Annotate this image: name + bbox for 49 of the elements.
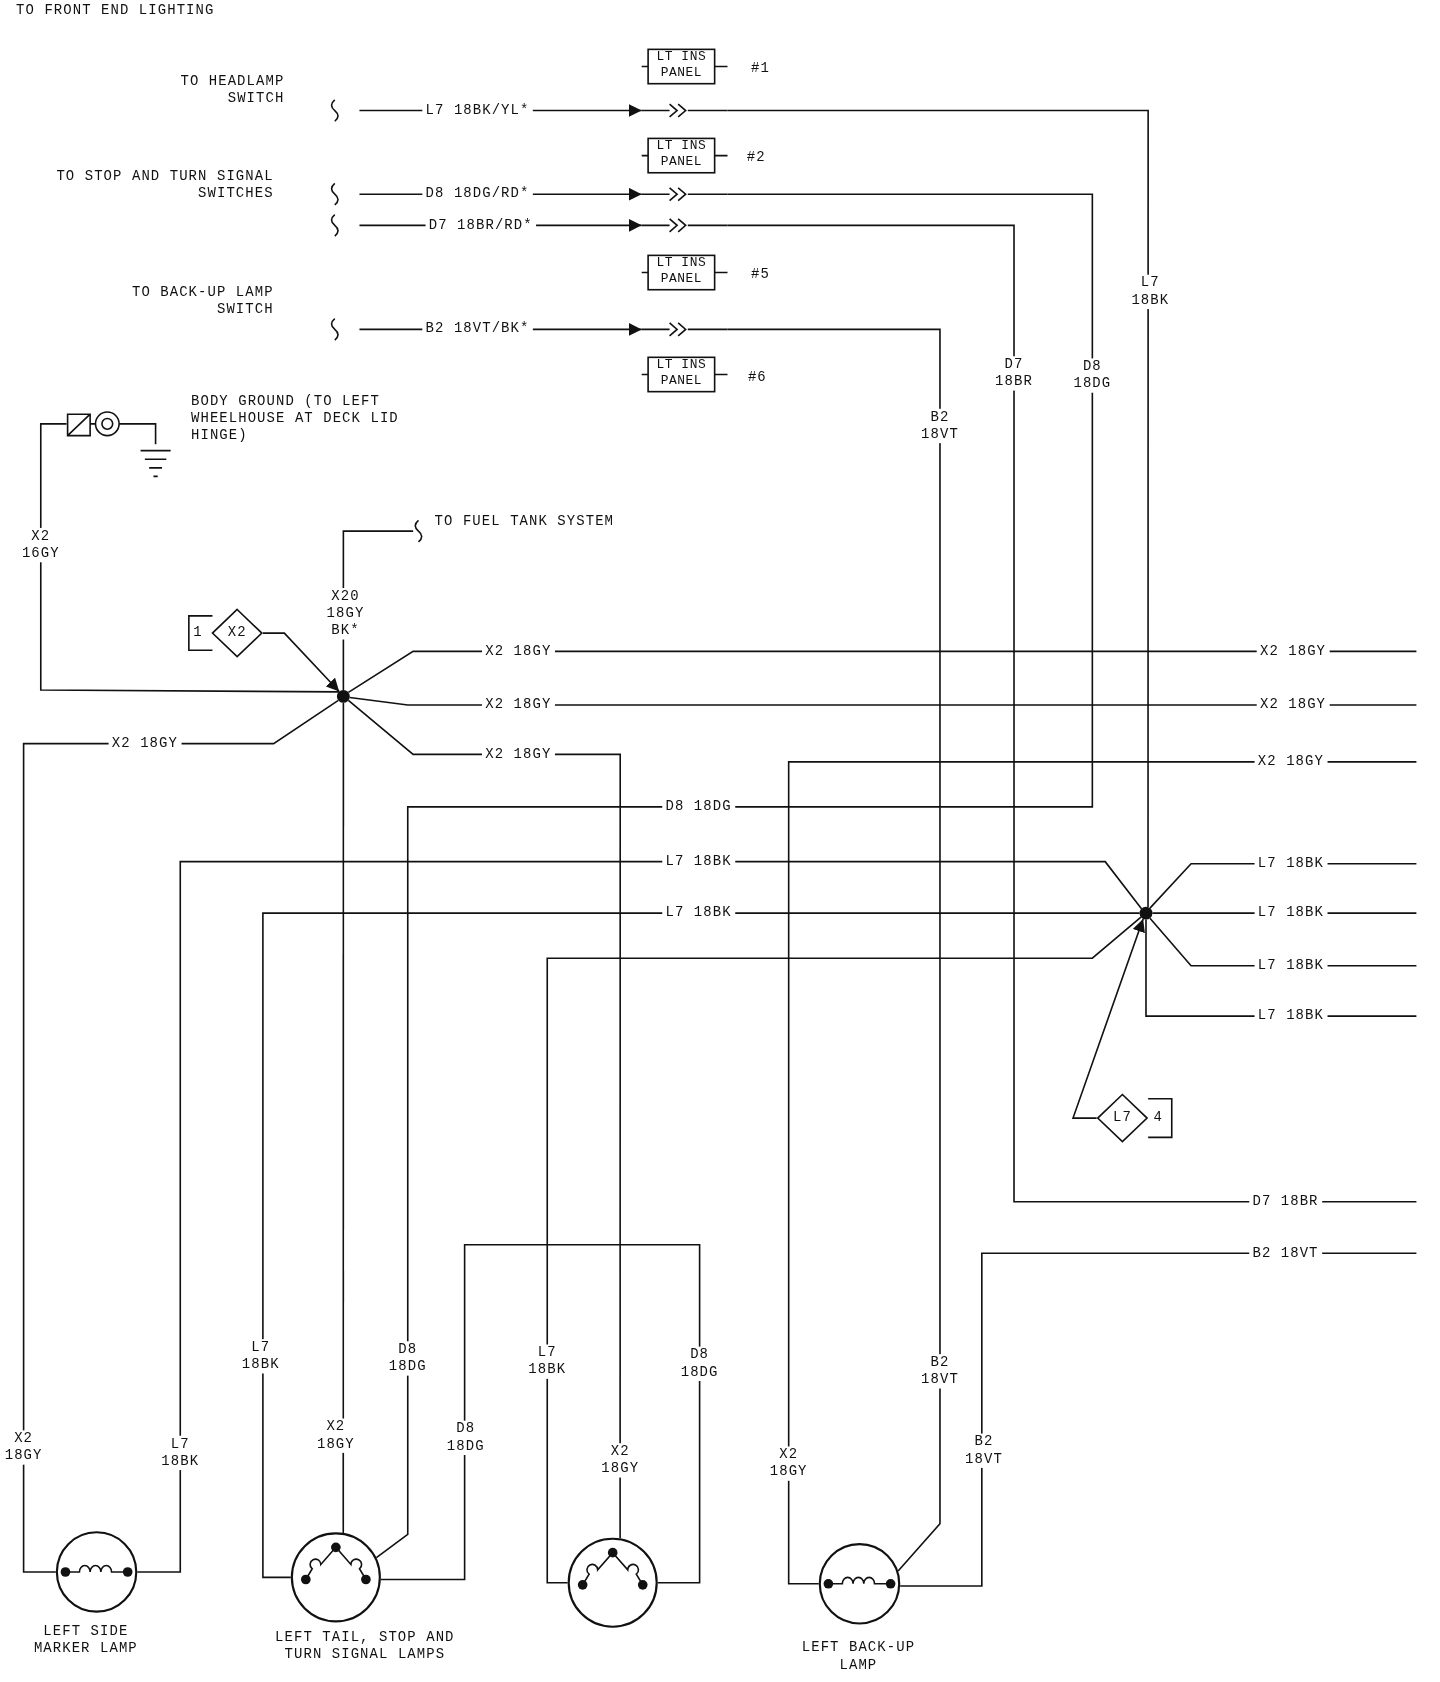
splice-dot — [1139, 906, 1153, 920]
wire — [1071, 918, 1145, 1119]
wire — [375, 193, 1094, 1559]
wire — [380, 1243, 701, 1584]
splice-diamond — [1096, 1093, 1149, 1143]
lamp-symbol — [55, 1531, 138, 1613]
connector-label: LT INS PANEL — [655, 49, 708, 82]
wire — [787, 761, 1418, 1585]
wire — [726, 328, 941, 1572]
wire — [262, 632, 340, 693]
note-text: TO BACK-UP LAMP SWITCH — [130, 284, 274, 319]
wire — [262, 912, 1141, 1579]
ground-terminal — [66, 409, 174, 479]
connector-symbol — [641, 48, 728, 120]
splice-dot — [336, 689, 350, 703]
connector-symbol — [641, 356, 728, 393]
note-text: TO STOP AND TURN SIGNAL SWITCHES — [55, 168, 274, 203]
wire — [22, 699, 340, 1573]
lamp-symbol — [818, 1543, 901, 1625]
wire — [726, 224, 1418, 1203]
connector-label: LT INS PANEL — [655, 138, 708, 171]
connector-symbol — [641, 137, 728, 234]
connector-label: LT INS PANEL — [655, 255, 708, 288]
lamp-symbol — [290, 1532, 381, 1623]
connector-number: #2 — [746, 149, 766, 167]
wire — [726, 109, 1149, 908]
connector-number: #6 — [747, 369, 767, 387]
connector-number: #5 — [751, 266, 770, 284]
note-text: TO FUEL TANK SYSTEM — [434, 512, 614, 531]
splice-id: L7 — [1111, 1109, 1133, 1127]
connector-symbol — [641, 254, 728, 338]
lamp-caption: LEFT BACK-UP LAMP — [800, 1639, 917, 1674]
lamp-caption: LEFT TAIL, STOP AND TURN SIGNAL LAMPS — [274, 1628, 456, 1664]
splice-number: 1 — [193, 624, 203, 642]
splice-number: 4 — [1153, 1109, 1163, 1127]
connector-number: #1 — [751, 60, 770, 78]
connector-label: LT INS PANEL — [655, 357, 708, 390]
wire — [347, 699, 621, 1540]
note-text: TO HEADLAMP SWITCH — [179, 72, 285, 108]
note-text: TO FRONT END LIGHTING — [16, 2, 215, 20]
wire — [136, 860, 1143, 1573]
wire — [39, 423, 340, 693]
splice-diamond — [211, 608, 263, 658]
lamp-caption: LEFT SIDE MARKER LAMP — [32, 1623, 139, 1658]
ground-caption: BODY GROUND (TO LEFT WHEELHOUSE AT DECK LID HINGE) — [191, 392, 400, 445]
lamp-symbol — [567, 1537, 658, 1628]
splice-id: X2 — [226, 624, 248, 642]
wire — [342, 702, 345, 1534]
wire — [546, 916, 1142, 1584]
